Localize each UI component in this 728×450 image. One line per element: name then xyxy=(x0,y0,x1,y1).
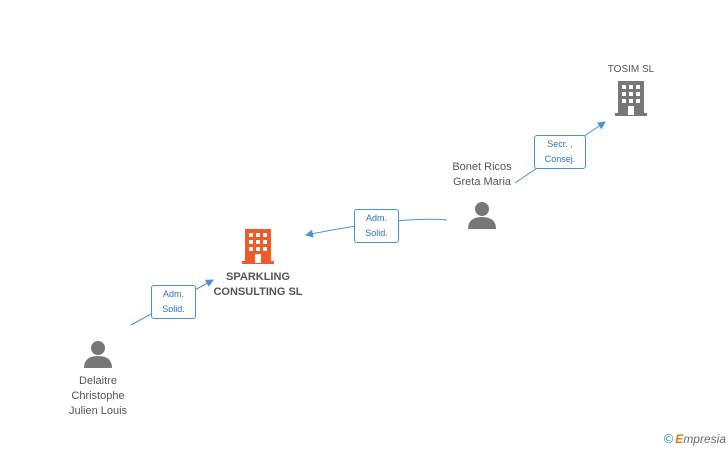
person-name-line1: Bonet Ricos xyxy=(452,161,512,173)
company-name: TOSIM SL xyxy=(607,64,655,75)
person-name-line1: Delaitre xyxy=(79,375,117,387)
edge-label-line1: Adm. xyxy=(365,213,387,223)
company-node-tosim[interactable]: TOSIM SL xyxy=(596,64,666,122)
person-node-delaitre[interactable]: Delaitre Christophe Julien Louis xyxy=(48,339,148,419)
company-node-sparkling[interactable]: SPARKLING CONSULTING SL xyxy=(203,229,313,300)
person-name-line2: Christophe xyxy=(71,390,125,402)
edge-label-line1: Adm. xyxy=(162,289,184,299)
building-icon xyxy=(615,81,647,116)
empresia-watermark: ©Empresia xyxy=(664,431,726,446)
person-name-line2: Greta Maria xyxy=(452,176,512,188)
edge-label-line1: Secr. , xyxy=(547,139,573,149)
brand-rest: mpresia xyxy=(683,432,726,446)
person-icon xyxy=(84,341,112,368)
company-name-line1: SPARKLING xyxy=(226,271,290,283)
edge-label-line2: Consej. xyxy=(544,154,576,164)
copyright-symbol: © xyxy=(663,431,674,446)
edge-label-line2: Solid. xyxy=(162,304,185,314)
edge-label-adm-solid-bonet[interactable]: Adm. Solid. xyxy=(354,209,399,243)
edge-label-secr-consej[interactable]: Secr. , Consej. xyxy=(534,135,586,169)
person-icon xyxy=(468,202,496,229)
person-name-line3: Julien Louis xyxy=(68,405,128,417)
person-node-bonet[interactable]: Bonet Ricos Greta Maria xyxy=(432,160,532,235)
brand-initial: E xyxy=(675,432,684,446)
building-icon xyxy=(242,229,274,264)
edge-label-line2: Solid. xyxy=(365,228,388,238)
edge-label-adm-solid-delaitre[interactable]: Adm. Solid. xyxy=(151,285,196,319)
company-name-line2: CONSULTING SL xyxy=(213,286,303,298)
